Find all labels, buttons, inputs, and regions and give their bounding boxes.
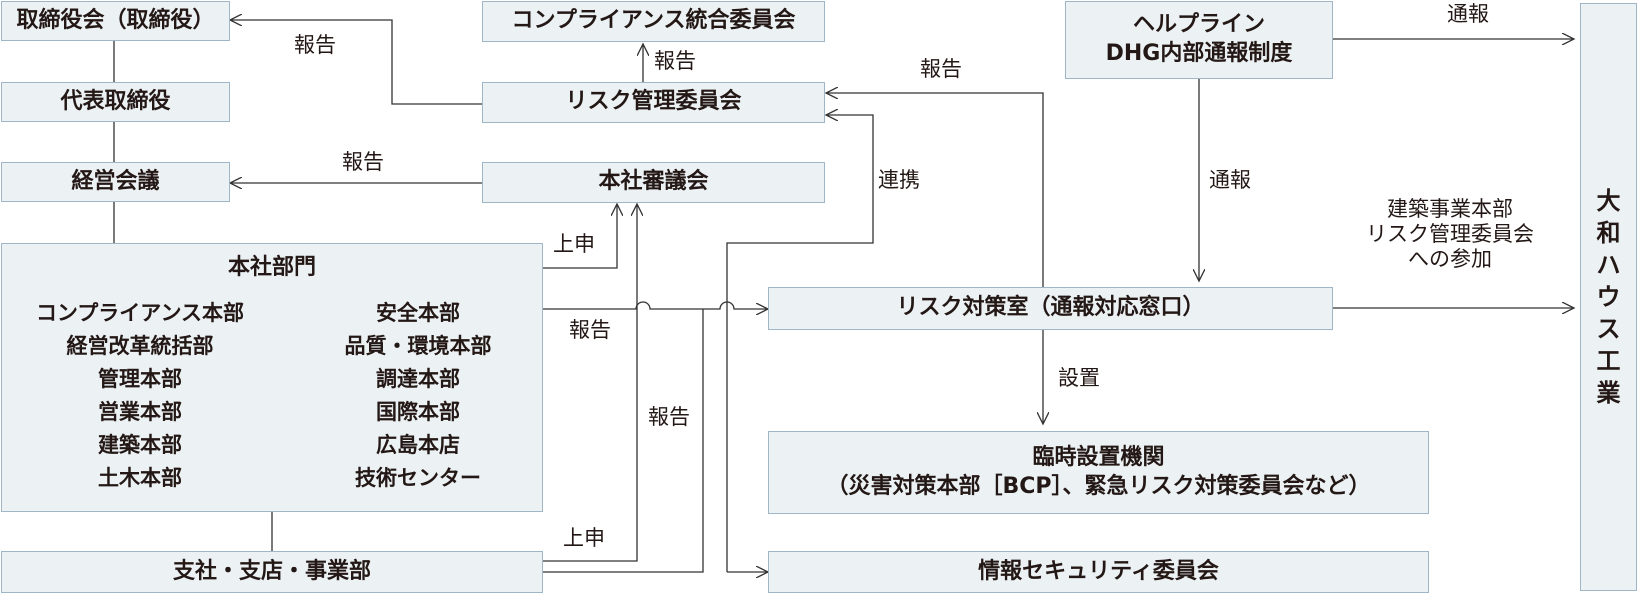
- label-report-board: 報告: [294, 33, 336, 57]
- department-item: 土木本部: [98, 466, 182, 490]
- department-item: 技術センター: [355, 466, 481, 490]
- arrow-office-to-committee: [826, 93, 1044, 289]
- temporary-org-label-1: 臨時設置機関: [1032, 444, 1165, 470]
- label-report-hq: 報告: [569, 318, 611, 342]
- hq-departments-title: 本社部門: [227, 255, 316, 280]
- helpline-box: ヘルプライン DHG内部通報制度: [1065, 1, 1333, 79]
- daiwa-house-box: 大和ハウス工業: [1580, 3, 1637, 591]
- compliance-committee-box: コンプライアンス統合委員会: [482, 1, 825, 42]
- departments-left-list: コンプライアンス本部経営改革統括部管理本部営業本部建築本部土木本部: [20, 297, 260, 495]
- arrow-hq-report: [543, 301, 768, 309]
- label-participation-1: 建築事業本部: [1387, 197, 1513, 221]
- label-report-meeting: 報告: [342, 150, 384, 174]
- department-item: 管理本部: [98, 367, 182, 391]
- department-item: 広島本店: [376, 433, 460, 457]
- arrow-risk-to-board: [230, 20, 482, 105]
- board-label: 取締役会（取締役）: [16, 7, 215, 33]
- management-meeting-label: 経営会議: [71, 168, 160, 194]
- compliance-committee-label: コンプライアンス統合委員会: [511, 8, 796, 34]
- representative-label: 代表取締役: [60, 88, 171, 114]
- board-box: 取締役会（取締役）: [1, 1, 230, 41]
- label-participation-2: リスク管理委員会: [1366, 222, 1534, 247]
- temporary-org-box: 臨時設置機関 （災害対策本部［BCP］、緊急リスク対策委員会など）: [768, 431, 1429, 514]
- representative-box: 代表取締役: [1, 82, 230, 122]
- department-item: 営業本部: [98, 400, 182, 424]
- info-security-label: 情報セキュリティ委員会: [978, 558, 1219, 584]
- daiwa-house-label: 大和ハウス工業: [1596, 187, 1621, 407]
- department-item: コンプライアンス本部: [35, 301, 245, 325]
- label-participation: 建築事業本部 リスク管理委員会 への参加: [1340, 197, 1560, 273]
- department-item: 品質・環境本部: [344, 334, 492, 358]
- helpline-label-1: ヘルプライン: [1132, 12, 1265, 38]
- label-notify-helpline: 通報: [1209, 168, 1251, 192]
- label-notify-daiwa: 通報: [1447, 2, 1489, 26]
- hq-council-box: 本社審議会: [482, 162, 825, 203]
- hq-council-label: 本社審議会: [598, 169, 709, 195]
- branches-box: 支社・支店・事業部: [1, 551, 543, 593]
- label-report-branches: 報告: [648, 405, 690, 429]
- department-item: 国際本部: [376, 400, 460, 424]
- label-report-compliance: 報告: [654, 49, 696, 73]
- department-item: 経営改革統括部: [66, 334, 214, 358]
- department-item: 建築本部: [98, 433, 182, 457]
- arrow-hq-appeal: [543, 204, 617, 269]
- label-establish: 設置: [1058, 366, 1100, 390]
- management-meeting-box: 経営会議: [1, 162, 230, 202]
- hq-departments-box: 本社部門: [1, 243, 543, 512]
- arrow-branches-appeal: [543, 204, 637, 562]
- line-cooperate: [726, 115, 874, 572]
- label-cooperate: 連携: [878, 168, 920, 192]
- risk-committee-label: リスク管理委員会: [565, 89, 742, 115]
- risk-committee-box: リスク管理委員会: [482, 82, 825, 123]
- label-appeal-hq: 上申: [553, 232, 595, 256]
- info-security-box: 情報セキュリティ委員会: [768, 551, 1429, 593]
- helpline-label-2: DHG内部通報制度: [1105, 41, 1293, 66]
- label-report-committee: 報告: [920, 57, 962, 81]
- branches-label: 支社・支店・事業部: [172, 558, 371, 584]
- label-appeal-branches: 上申: [563, 526, 605, 550]
- department-item: 安全本部: [376, 301, 460, 325]
- risk-office-label: リスク対策室（通報対応窓口）: [896, 295, 1205, 321]
- risk-office-box: リスク対策室（通報対応窓口）: [768, 287, 1333, 330]
- line-branches-trunk: [543, 309, 704, 573]
- temporary-org-label-2: （災害対策本部［BCP］、緊急リスク対策委員会など）: [826, 473, 1371, 499]
- label-participation-3: への参加: [1408, 247, 1492, 272]
- departments-right-list: 安全本部品質・環境本部調達本部国際本部広島本店技術センター: [318, 297, 518, 495]
- department-item: 調達本部: [376, 367, 460, 391]
